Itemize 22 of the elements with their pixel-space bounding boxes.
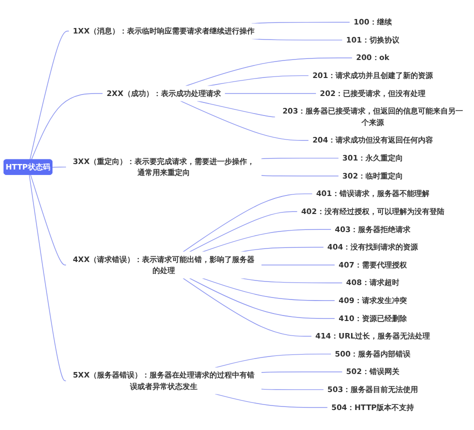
connector [28, 174, 67, 382]
connector [224, 93, 317, 94]
connector [30, 174, 67, 266]
connector [240, 246, 324, 252]
connector [30, 30, 70, 160]
connector [185, 58, 353, 86]
connector [189, 211, 298, 252]
connector [260, 175, 340, 176]
connector [180, 100, 310, 141]
connector [260, 388, 324, 390]
connector [202, 278, 336, 302]
connector [207, 75, 310, 86]
connector [202, 229, 332, 252]
connector [260, 372, 343, 373]
connector [214, 354, 332, 368]
connector [189, 278, 336, 319]
connector [31, 93, 104, 160]
connector [260, 158, 340, 160]
connector [182, 278, 312, 337]
connector [182, 194, 313, 252]
connector [260, 264, 336, 266]
connector [52, 166, 67, 168]
